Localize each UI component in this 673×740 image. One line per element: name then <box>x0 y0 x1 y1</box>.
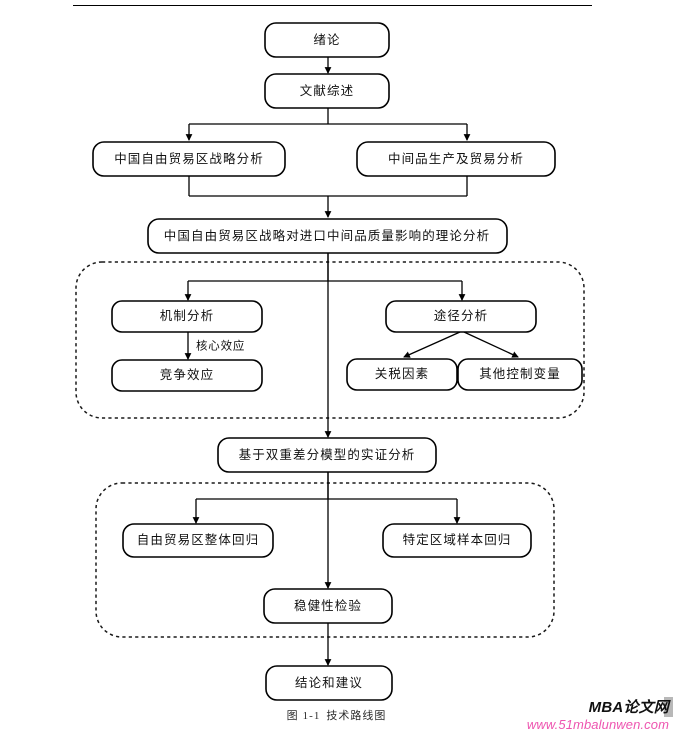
node-overall-fta-regression[interactable] <box>122 523 274 558</box>
node-conclusion-suggestions-label: 结论和建议 <box>295 676 363 690</box>
node-introduction[interactable] <box>264 22 390 58</box>
node-competition-effect-label: 竞争效应 <box>160 367 214 382</box>
node-introduction-label: 绪论 <box>313 33 340 47</box>
node-conclusion-suggestions[interactable] <box>265 665 393 701</box>
node-tariff-factor-label: 关税因素 <box>375 367 429 381</box>
figure-caption-prefix: 图 <box>286 710 299 722</box>
node-intermediate-goods-analysis-label: 中间品生产及贸易分析 <box>388 151 524 166</box>
node-competition-effect[interactable] <box>111 359 263 392</box>
watermark: MBA论文网 www.51mbalunwen.com <box>526 699 669 732</box>
figure-caption-number: 1-1 <box>302 710 321 722</box>
node-overall-fta-regression-label: 自由贸易区整体回归 <box>137 532 259 547</box>
node-pathway-analysis-label: 途径分析 <box>434 308 488 323</box>
node-robustness-check[interactable] <box>263 588 393 624</box>
node-other-control-variables-label: 其他控制变量 <box>479 366 561 381</box>
node-regional-sample-regression-label: 特定区域样本回归 <box>403 532 512 547</box>
node-tariff-factor[interactable] <box>346 358 458 391</box>
node-regional-sample-regression[interactable] <box>382 523 532 558</box>
group-theory-dashed-box <box>75 261 585 419</box>
node-did-empirical-analysis[interactable] <box>217 437 437 473</box>
node-theory-analysis[interactable] <box>147 218 508 254</box>
watermark-brand: MBA论文网 <box>588 699 669 716</box>
node-did-empirical-analysis-label: 基于双重差分模型的实证分析 <box>239 447 416 462</box>
node-fta-strategy-analysis[interactable] <box>92 141 286 177</box>
figure-caption-text: 技术路线图 <box>326 710 387 722</box>
watermark-corner-block <box>664 697 673 717</box>
node-mechanism-analysis-label: 机制分析 <box>160 309 214 323</box>
node-other-control-variables[interactable] <box>457 358 583 391</box>
node-literature-review-label: 文献综述 <box>300 83 354 98</box>
node-literature-review[interactable] <box>264 73 390 109</box>
node-theory-analysis-label: 中国自由贸易区战略对进口中间品质量影响的理论分析 <box>164 228 490 243</box>
page-top-rule <box>73 5 592 6</box>
node-robustness-check-label: 稳健性检验 <box>294 598 362 613</box>
edge-label-core-effect: 核心效应 <box>196 339 245 353</box>
node-intermediate-goods-analysis[interactable] <box>356 141 556 177</box>
edge-pathway-to-other-controls <box>463 331 519 358</box>
node-fta-strategy-analysis-label: 中国自由贸易区战略分析 <box>114 151 264 166</box>
watermark-url: www.51mbalunwen.com <box>526 716 669 732</box>
edge-pathway-to-tariff <box>403 331 461 358</box>
node-pathway-analysis[interactable] <box>385 300 537 333</box>
node-mechanism-analysis[interactable] <box>111 300 263 333</box>
